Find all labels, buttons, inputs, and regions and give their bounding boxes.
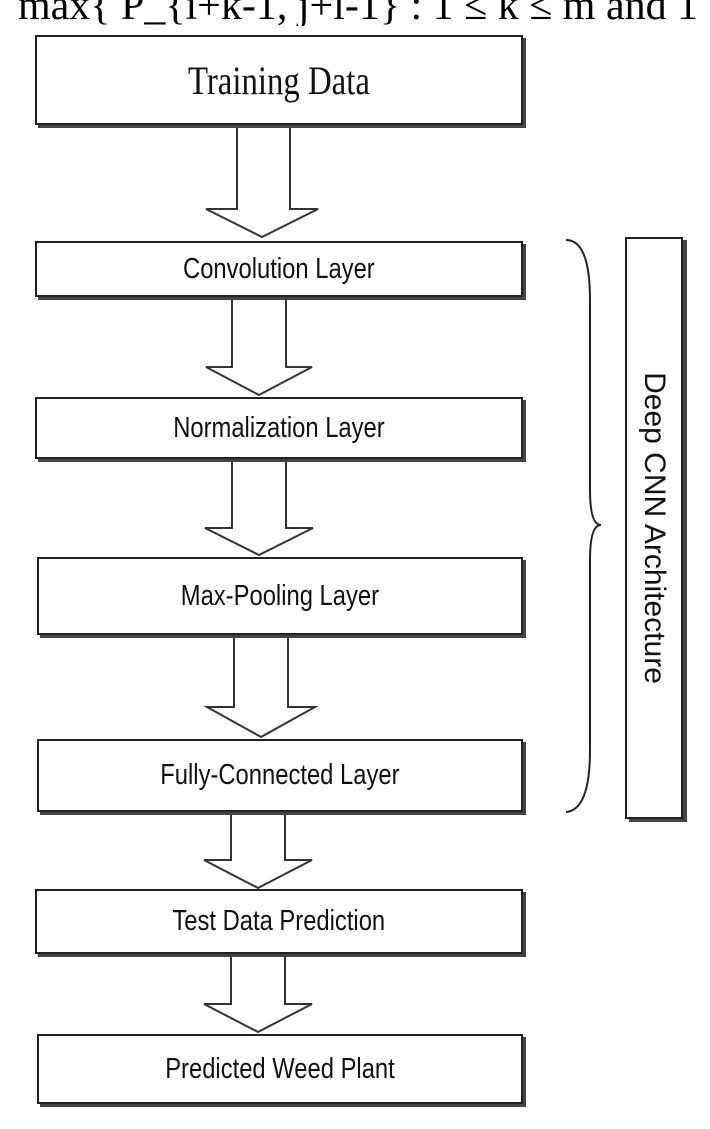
arrow-training-to-convolution [205,123,319,239]
curly-brace [565,239,602,813]
max-pooling-layer-box: Max-Pooling Layer [37,557,523,635]
predicted-weed-plant-label: Predicted Weed Plant [165,1052,395,1085]
deep-cnn-architecture-box: Deep CNN Architecture [625,237,683,819]
formula-fragment: max{ P_{i+k-1, j+l-1} : 1 ≤ k ≤ m and 1 … [18,0,698,26]
arrow-convolution-to-normalization [205,293,313,397]
training-data-label: Training Data [188,57,370,103]
fully-connected-layer-box: Fully-Connected Layer [37,739,523,812]
convolution-layer-label: Convolution Layer [183,252,375,285]
max-pooling-layer-label: Max-Pooling Layer [180,579,380,612]
normalization-layer-box: Normalization Layer [35,397,523,459]
test-data-prediction-label: Test Data Prediction [172,905,386,937]
test-data-prediction-box: Test Data Prediction [35,889,523,954]
convolution-layer-box: Convolution Layer [35,241,523,297]
training-data-box: Training Data [35,35,523,125]
deep-cnn-architecture-label: Deep CNN Architecture [638,372,671,684]
arrow-fullyconnected-to-test [203,809,313,890]
fully-connected-layer-label: Fully-Connected Layer [160,759,400,791]
predicted-weed-plant-box: Predicted Weed Plant [37,1034,523,1104]
arrow-maxpooling-to-fullyconnected [203,631,319,739]
normalization-layer-label: Normalization Layer [173,411,385,444]
arrow-normalization-to-maxpooling [204,456,314,557]
arrow-test-to-predicted [203,951,313,1034]
